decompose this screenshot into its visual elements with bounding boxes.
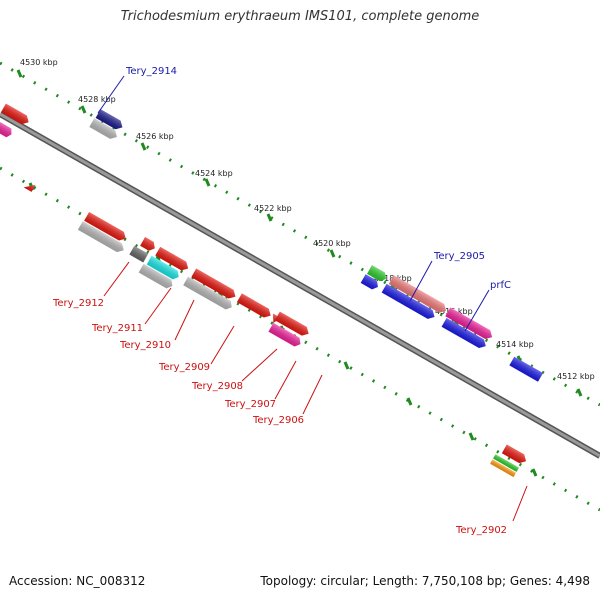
kbp-label: 4522 kbp [254,204,292,213]
leader-lines [97,75,528,522]
feature-track [0,103,543,478]
gene-label: Tery_2912 [52,298,104,309]
kbp-label: 4528 kbp [78,95,116,104]
gene-label: Tery_2914 [125,66,177,77]
kbp-label: 4530 kbp [20,58,58,67]
accession-text: Accession: NC_008312 [9,574,146,588]
map-title: Trichodesmium erythraeum IMS101, complet… [120,9,480,24]
kbp-label: 4520 kbp [313,239,351,248]
gene-label: Tery_2911 [91,323,143,334]
gene-label: Tery_2910 [119,340,171,351]
gene-label: prfC [490,280,511,291]
genome-summary-text: Topology: circular; Length: 7,750,108 bp… [260,574,590,588]
gene-label: Tery_2908 [191,381,243,392]
kbp-label: 4514 kbp [496,340,534,349]
gene-label: Tery_2905 [433,251,485,262]
kbp-label: 4524 kbp [195,169,233,178]
gene-label: Tery_2906 [252,415,304,426]
gene-label: Tery_2902 [455,525,507,536]
gene-label: Tery_2907 [224,399,276,410]
gene-label: Tery_2909 [158,362,210,373]
backbone [0,111,600,459]
kbp-label: 4526 kbp [136,132,174,141]
kbp-label: 4512 kbp [557,372,595,381]
gene-labels: Tery_2914 Tery_2905 prfC Tery_2912 Tery_… [52,66,511,536]
